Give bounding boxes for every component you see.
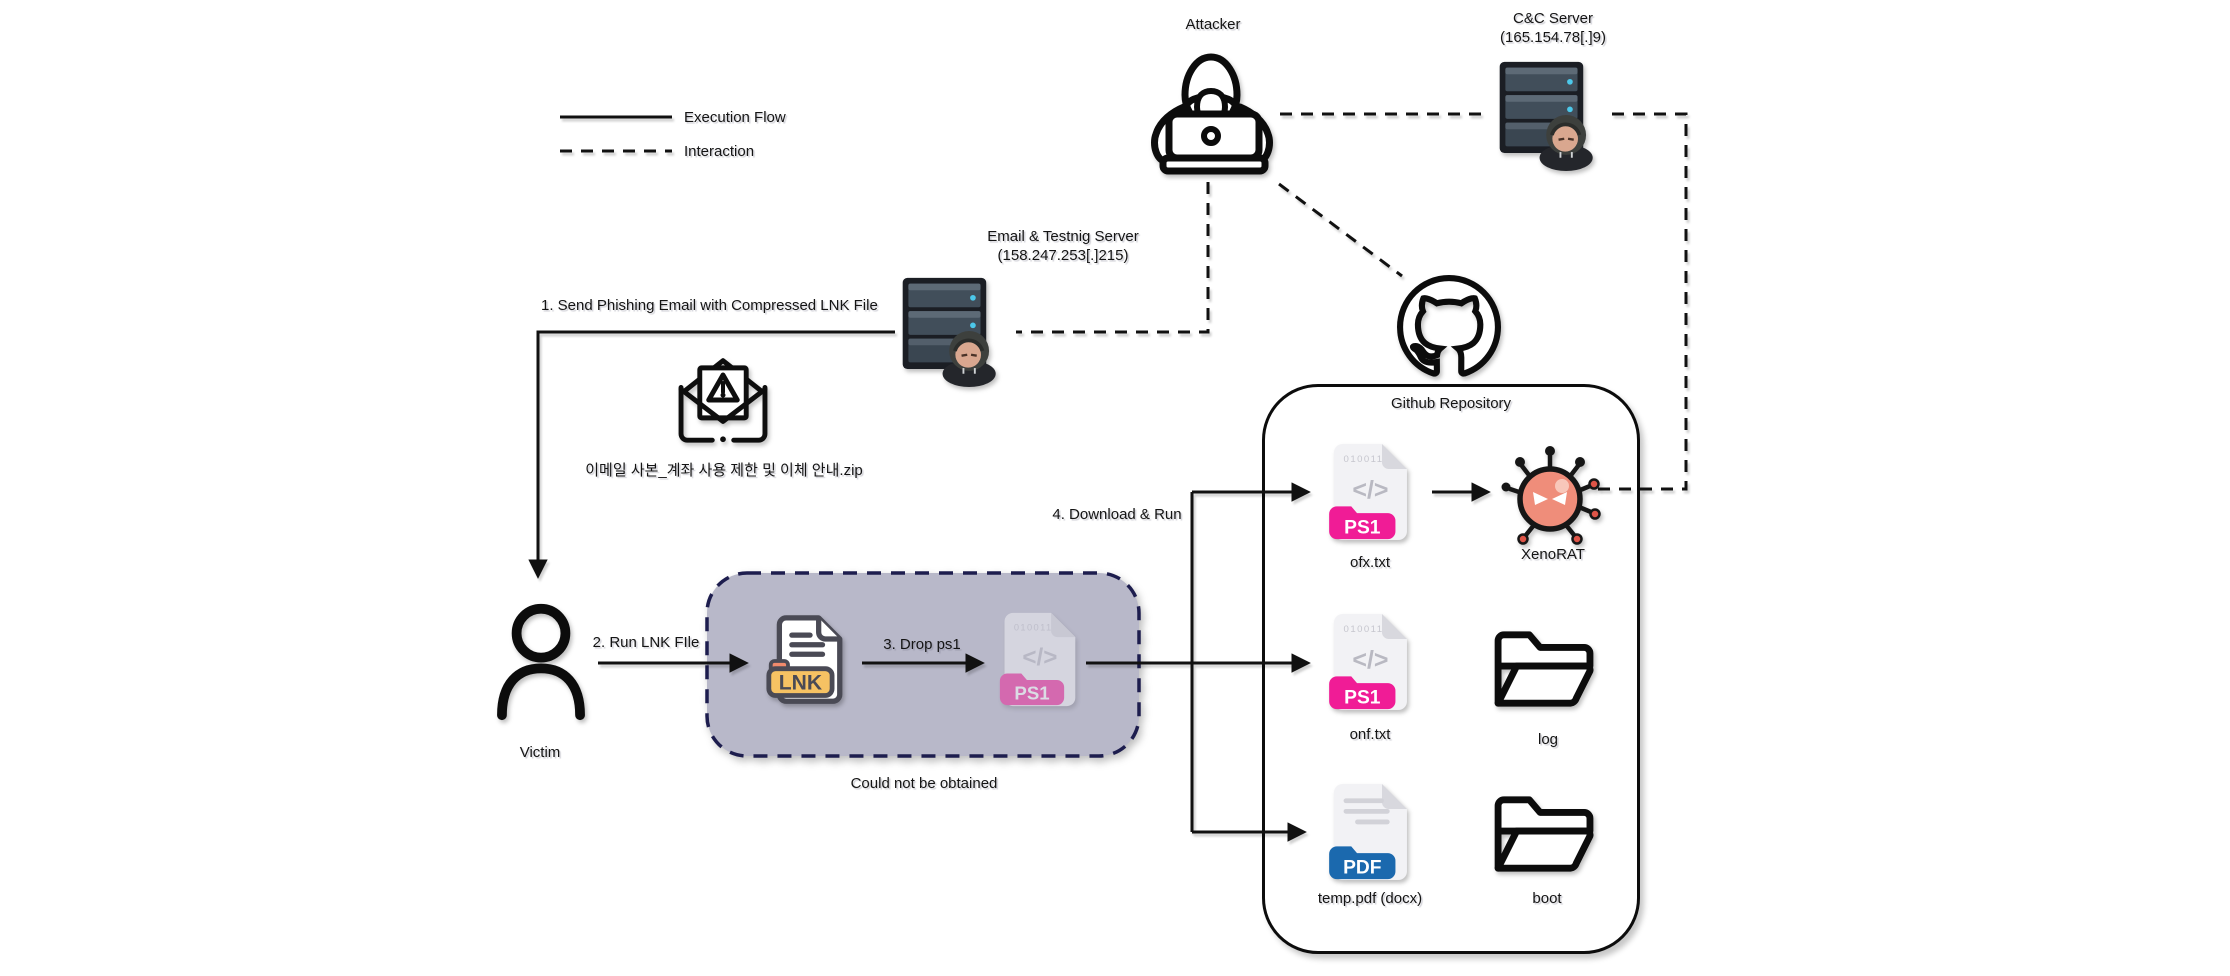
- step4-label: 4. Download & Run: [1052, 506, 1182, 523]
- xenorat-virus-icon: [1498, 441, 1602, 545]
- zip-filename-label: 이메일 사본_계좌 사용 제한 및 이체 안내.zip: [585, 462, 863, 479]
- boot-label: boot: [1532, 890, 1562, 907]
- log-label: log: [1537, 731, 1559, 748]
- victim-icon: [492, 600, 590, 725]
- ps1-bits-text: 010011: [1344, 624, 1384, 635]
- email-server-icon: [897, 274, 1009, 389]
- edge-attacker-emailserver: [1016, 182, 1210, 334]
- temp-pdf-file-icon: PDF: [1327, 783, 1412, 881]
- email-server-label: Email & Testnig Server: [987, 228, 1139, 245]
- ps1-badge-text: PS1: [1344, 687, 1381, 708]
- log-folder-icon: [1490, 625, 1600, 711]
- cnc-server-ip: (165.154.78[.]9): [1500, 29, 1606, 46]
- cnc-server-icon: [1494, 58, 1606, 173]
- victim-label: Victim: [519, 744, 561, 761]
- ofx-label: ofx.txt: [1349, 554, 1391, 571]
- onf-label: onf.txt: [1349, 726, 1391, 743]
- edge-emailserver-to-victim: [528, 330, 895, 579]
- legend-execution-label: Execution Flow: [684, 109, 786, 126]
- ps1-code-text: </>: [1352, 476, 1388, 504]
- ps1-bits-text: 010011: [1344, 454, 1384, 465]
- quarantine-note-label: Could not be obtained: [850, 775, 998, 792]
- github-logo-icon: [1397, 275, 1501, 379]
- pdf-badge-text: PDF: [1343, 857, 1382, 878]
- ps1-dropped-icon: 010011 </> PS1: [998, 612, 1080, 707]
- cnc-server-label: C&C Server: [1512, 10, 1594, 27]
- attacker-label: Attacker: [1185, 16, 1241, 33]
- edge-cnc-xenorat: [1598, 112, 1688, 491]
- ps1-code-text: </>: [1352, 646, 1388, 674]
- step1-label: 1. Send Phishing Email with Compressed L…: [541, 297, 878, 314]
- lnk-file-icon: LNK: [765, 615, 857, 707]
- xenorat-label: XenoRAT: [1521, 546, 1585, 563]
- ps1-badge-text: PS1: [1344, 517, 1381, 538]
- ps1-badge-text: PS1: [1014, 683, 1049, 704]
- github-repo-title: Github Repository: [1390, 395, 1512, 412]
- step2-label: 2. Run LNK FIle: [592, 634, 700, 651]
- legend-interaction-label: Interaction: [684, 143, 755, 160]
- onf-ps1-file-icon: 010011 </> PS1: [1327, 613, 1412, 711]
- phishing-email-icon: [670, 350, 776, 450]
- ps1-code-text: </>: [1022, 644, 1057, 671]
- edge-attacker-github: [1278, 182, 1403, 278]
- email-server-ip: (158.247.253[.]215): [997, 247, 1129, 264]
- step3-label: 3. Drop ps1: [883, 636, 961, 653]
- temp-pdf-label: temp.pdf (docx): [1317, 890, 1423, 907]
- lnk-badge-text: LNK: [779, 672, 823, 695]
- boot-folder-icon: [1490, 790, 1600, 876]
- attacker-icon: [1150, 52, 1274, 176]
- ps1-bits-text: 010011: [1014, 623, 1053, 633]
- ofx-ps1-file-icon: 010011 </> PS1: [1327, 443, 1412, 541]
